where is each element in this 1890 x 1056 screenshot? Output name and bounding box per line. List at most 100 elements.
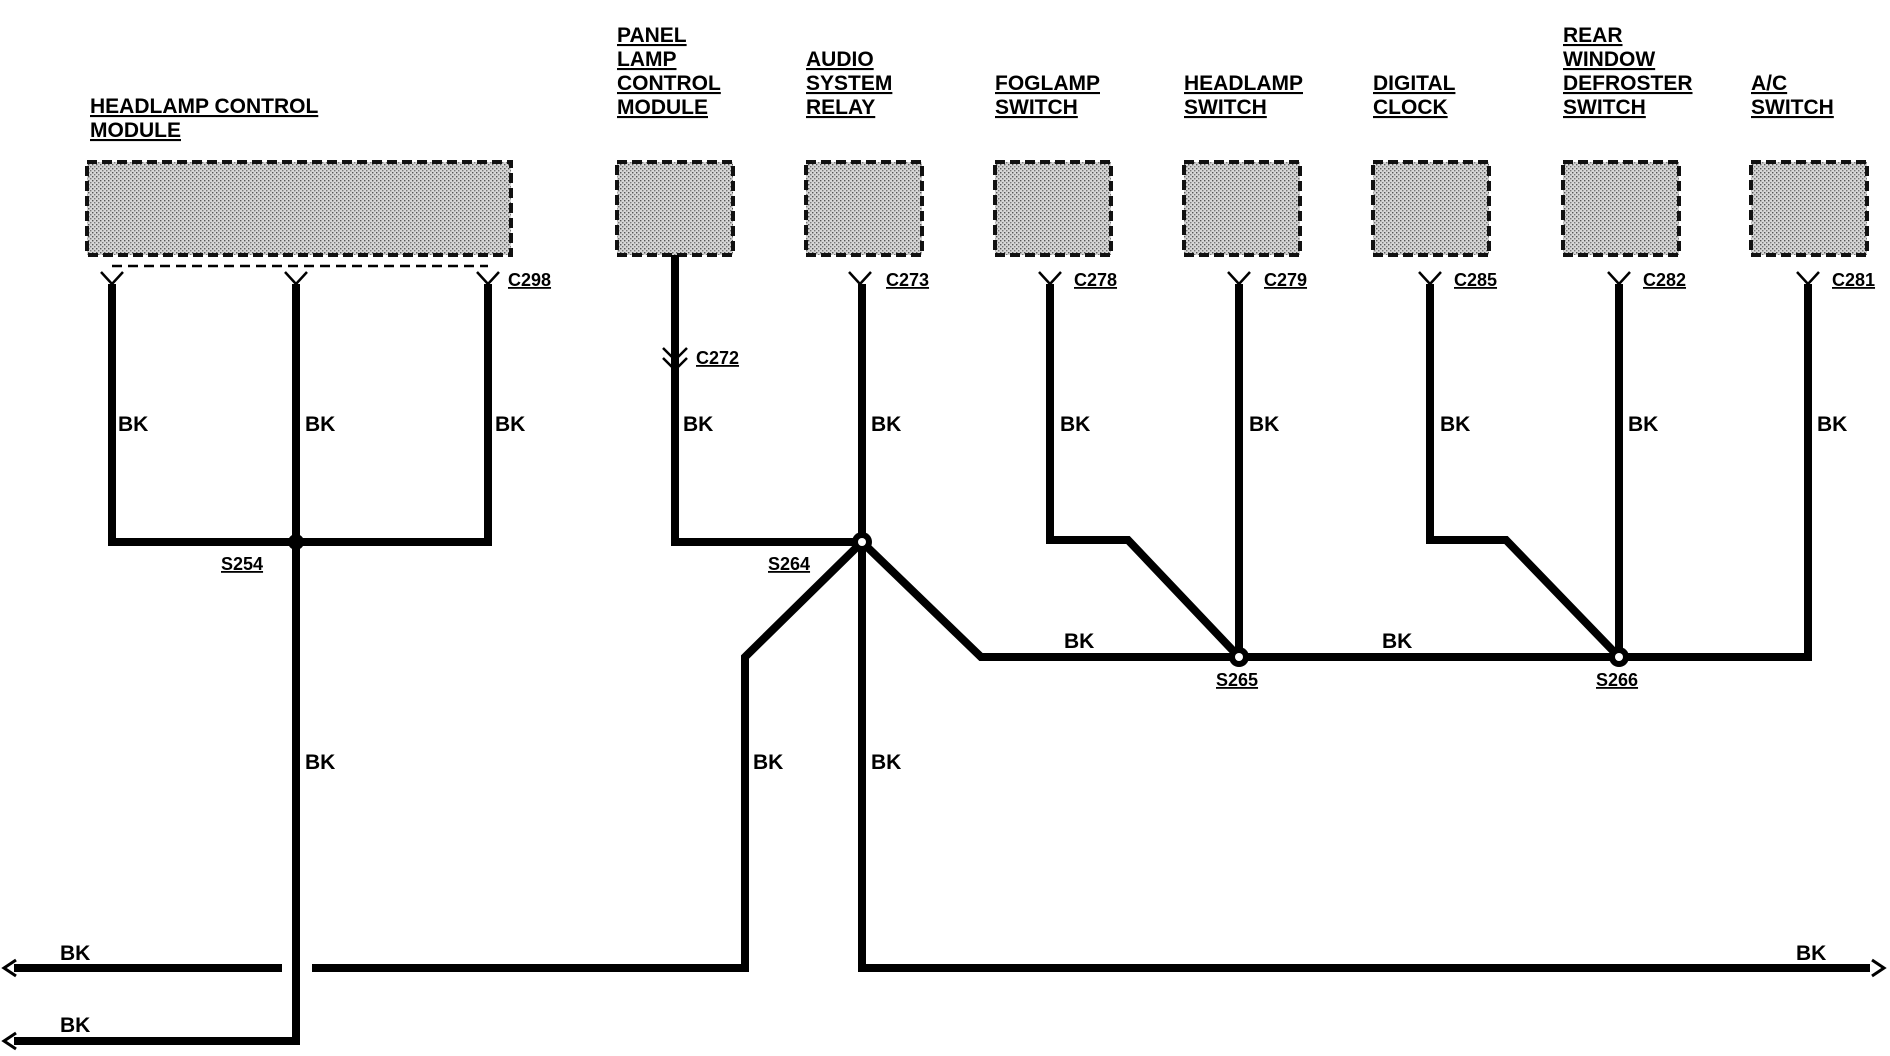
headlamp-control-module-label-line2: MODULE bbox=[90, 119, 181, 142]
connector-c278-label: C278 bbox=[1074, 270, 1117, 290]
ac-pin-tick bbox=[1796, 271, 1820, 286]
wire-label-plcm: BK bbox=[683, 413, 713, 436]
wire-label-asr: BK bbox=[871, 413, 901, 436]
panel-lamp-control-module-label-line2: LAMP bbox=[617, 48, 677, 71]
audio-system-relay-box bbox=[804, 160, 924, 257]
audio-system-relay-label-line3: RELAY bbox=[806, 96, 875, 119]
ac-switch-label-line1: A/C bbox=[1751, 72, 1787, 95]
panel-lamp-control-module-label-line1: PANEL bbox=[617, 24, 687, 47]
clock-pin-tick bbox=[1418, 271, 1442, 286]
wire-label-rwd: BK bbox=[1628, 413, 1658, 436]
headlamp-switch-label-line2: SWITCH bbox=[1184, 96, 1267, 119]
wire-clock-s266 bbox=[1426, 284, 1622, 660]
rear-window-defroster-switch-label-line1: REAR bbox=[1563, 24, 1623, 47]
splices bbox=[288, 532, 1629, 667]
arrow-left-lower bbox=[1, 1031, 17, 1051]
panel-lamp-control-module-label-line3: CONTROL bbox=[617, 72, 721, 95]
splice-s264-center bbox=[858, 538, 866, 546]
connector-labels: C298 C272 C273 C278 C279 C285 C282 C281 bbox=[508, 270, 1875, 368]
connector-c272-label: C272 bbox=[696, 348, 739, 368]
headlamp-switch-box bbox=[1182, 160, 1302, 257]
wire-label-hcm-pin1: BK bbox=[118, 413, 148, 436]
rwd-pin-tick bbox=[1607, 271, 1631, 286]
fog-pin-tick bbox=[1038, 271, 1062, 286]
rear-window-defroster-switch-label: REAR WINDOW DEFROSTER SWITCH bbox=[1563, 24, 1693, 119]
wire-s264-s265 bbox=[859, 539, 1239, 661]
splice-labels: S254 S264 S265 S266 bbox=[221, 554, 1638, 690]
connector-c279-label: C279 bbox=[1264, 270, 1307, 290]
wire-label-s264-left-down: BK bbox=[753, 751, 783, 774]
rear-window-defroster-switch-label-line3: DEFROSTER bbox=[1563, 72, 1693, 95]
headlamp-control-module-label: HEADLAMP CONTROL MODULE bbox=[90, 95, 318, 142]
wire-hcm-pin3 bbox=[302, 284, 492, 546]
wire-label-hcm-pin2: BK bbox=[305, 413, 335, 436]
wire-plcm-s264 bbox=[671, 255, 862, 546]
foglamp-switch-label: FOGLAMP SWITCH bbox=[995, 72, 1100, 119]
foglamp-switch-label-line1: FOGLAMP bbox=[995, 72, 1100, 95]
splice-s265-center bbox=[1235, 653, 1243, 661]
splice-s254-dot bbox=[288, 534, 304, 550]
splice-s266-center bbox=[1615, 653, 1623, 661]
headlamp-control-module-label-line1: HEADLAMP CONTROL bbox=[90, 95, 318, 118]
wires bbox=[14, 255, 1870, 1045]
digital-clock-label-line2: CLOCK bbox=[1373, 96, 1448, 119]
wire-s264-left-branch bbox=[312, 539, 865, 972]
rear-window-defroster-switch-label-line2: WINDOW bbox=[1563, 48, 1655, 71]
foglamp-switch-label-line2: SWITCH bbox=[995, 96, 1078, 119]
wire-hcm-pin1 bbox=[108, 284, 290, 546]
audio-system-relay-label-line2: SYSTEM bbox=[806, 72, 892, 95]
wire-label-ac: BK bbox=[1817, 413, 1847, 436]
wire-label-s265-s266: BK bbox=[1382, 630, 1412, 653]
rear-window-defroster-switch-box bbox=[1561, 160, 1681, 257]
connector-c298-label: C298 bbox=[508, 270, 551, 290]
asr-pin-tick bbox=[848, 271, 872, 286]
hcm-pin3-tick bbox=[476, 271, 500, 286]
wire-label-s264-s265: BK bbox=[1064, 630, 1094, 653]
wire-label-s264-down: BK bbox=[871, 751, 901, 774]
arrow-left-upper bbox=[1, 958, 17, 978]
wire-asr-s264-right-out bbox=[858, 284, 1870, 972]
foglamp-switch-box bbox=[993, 160, 1113, 257]
hcm-pin1-tick bbox=[100, 271, 124, 286]
wire-label-clock: BK bbox=[1440, 413, 1470, 436]
arrow-right bbox=[1871, 958, 1887, 978]
connector-c281-label: C281 bbox=[1832, 270, 1875, 290]
ac-switch-label-line2: SWITCH bbox=[1751, 96, 1834, 119]
off-page-arrows bbox=[1, 958, 1887, 1051]
headlamp-switch-label-line1: HEADLAMP bbox=[1184, 72, 1303, 95]
panel-lamp-control-module-label-line4: MODULE bbox=[617, 96, 708, 119]
wire-label-fog: BK bbox=[1060, 413, 1090, 436]
wire-label-left-out-lower: BK bbox=[60, 1014, 90, 1037]
connector-pin-ticks bbox=[100, 271, 1820, 372]
connector-c282-label: C282 bbox=[1643, 270, 1686, 290]
hcm-pin2-tick bbox=[284, 271, 308, 286]
splice-s265-label: S265 bbox=[1216, 670, 1258, 690]
wire-label-s254-down: BK bbox=[305, 751, 335, 774]
ac-switch-label: A/C SWITCH bbox=[1751, 72, 1834, 119]
wire-label-right-out: BK bbox=[1796, 942, 1826, 965]
wire-fog-s265 bbox=[1046, 284, 1242, 660]
wire-ac-s266 bbox=[1619, 284, 1812, 661]
headlamp-control-module-box bbox=[85, 160, 513, 257]
wire-label-hcm-pin3: BK bbox=[495, 413, 525, 436]
digital-clock-box bbox=[1371, 160, 1491, 257]
splice-s254-label: S254 bbox=[221, 554, 263, 574]
wire-color-labels: BK BK BK BK BK BK BK BK BK BK BK BK BK B… bbox=[60, 413, 1847, 1037]
digital-clock-label: DIGITAL CLOCK bbox=[1373, 72, 1456, 119]
splice-s266-label: S266 bbox=[1596, 670, 1638, 690]
ac-switch-box bbox=[1749, 160, 1869, 257]
head-pin-tick bbox=[1227, 271, 1251, 286]
headlamp-switch-label: HEADLAMP SWITCH bbox=[1184, 72, 1303, 119]
connector-c285-label: C285 bbox=[1454, 270, 1497, 290]
digital-clock-label-line1: DIGITAL bbox=[1373, 72, 1456, 95]
panel-lamp-control-module-box bbox=[615, 160, 735, 257]
audio-system-relay-label: AUDIO SYSTEM RELAY bbox=[806, 48, 892, 119]
splice-s264-label: S264 bbox=[768, 554, 810, 574]
audio-system-relay-label-line1: AUDIO bbox=[806, 48, 874, 71]
connector-c273-label: C273 bbox=[886, 270, 929, 290]
rear-window-defroster-switch-label-line4: SWITCH bbox=[1563, 96, 1646, 119]
panel-lamp-control-module-label: PANEL LAMP CONTROL MODULE bbox=[617, 24, 721, 119]
wire-label-head: BK bbox=[1249, 413, 1279, 436]
wire-label-left-out-upper: BK bbox=[60, 942, 90, 965]
